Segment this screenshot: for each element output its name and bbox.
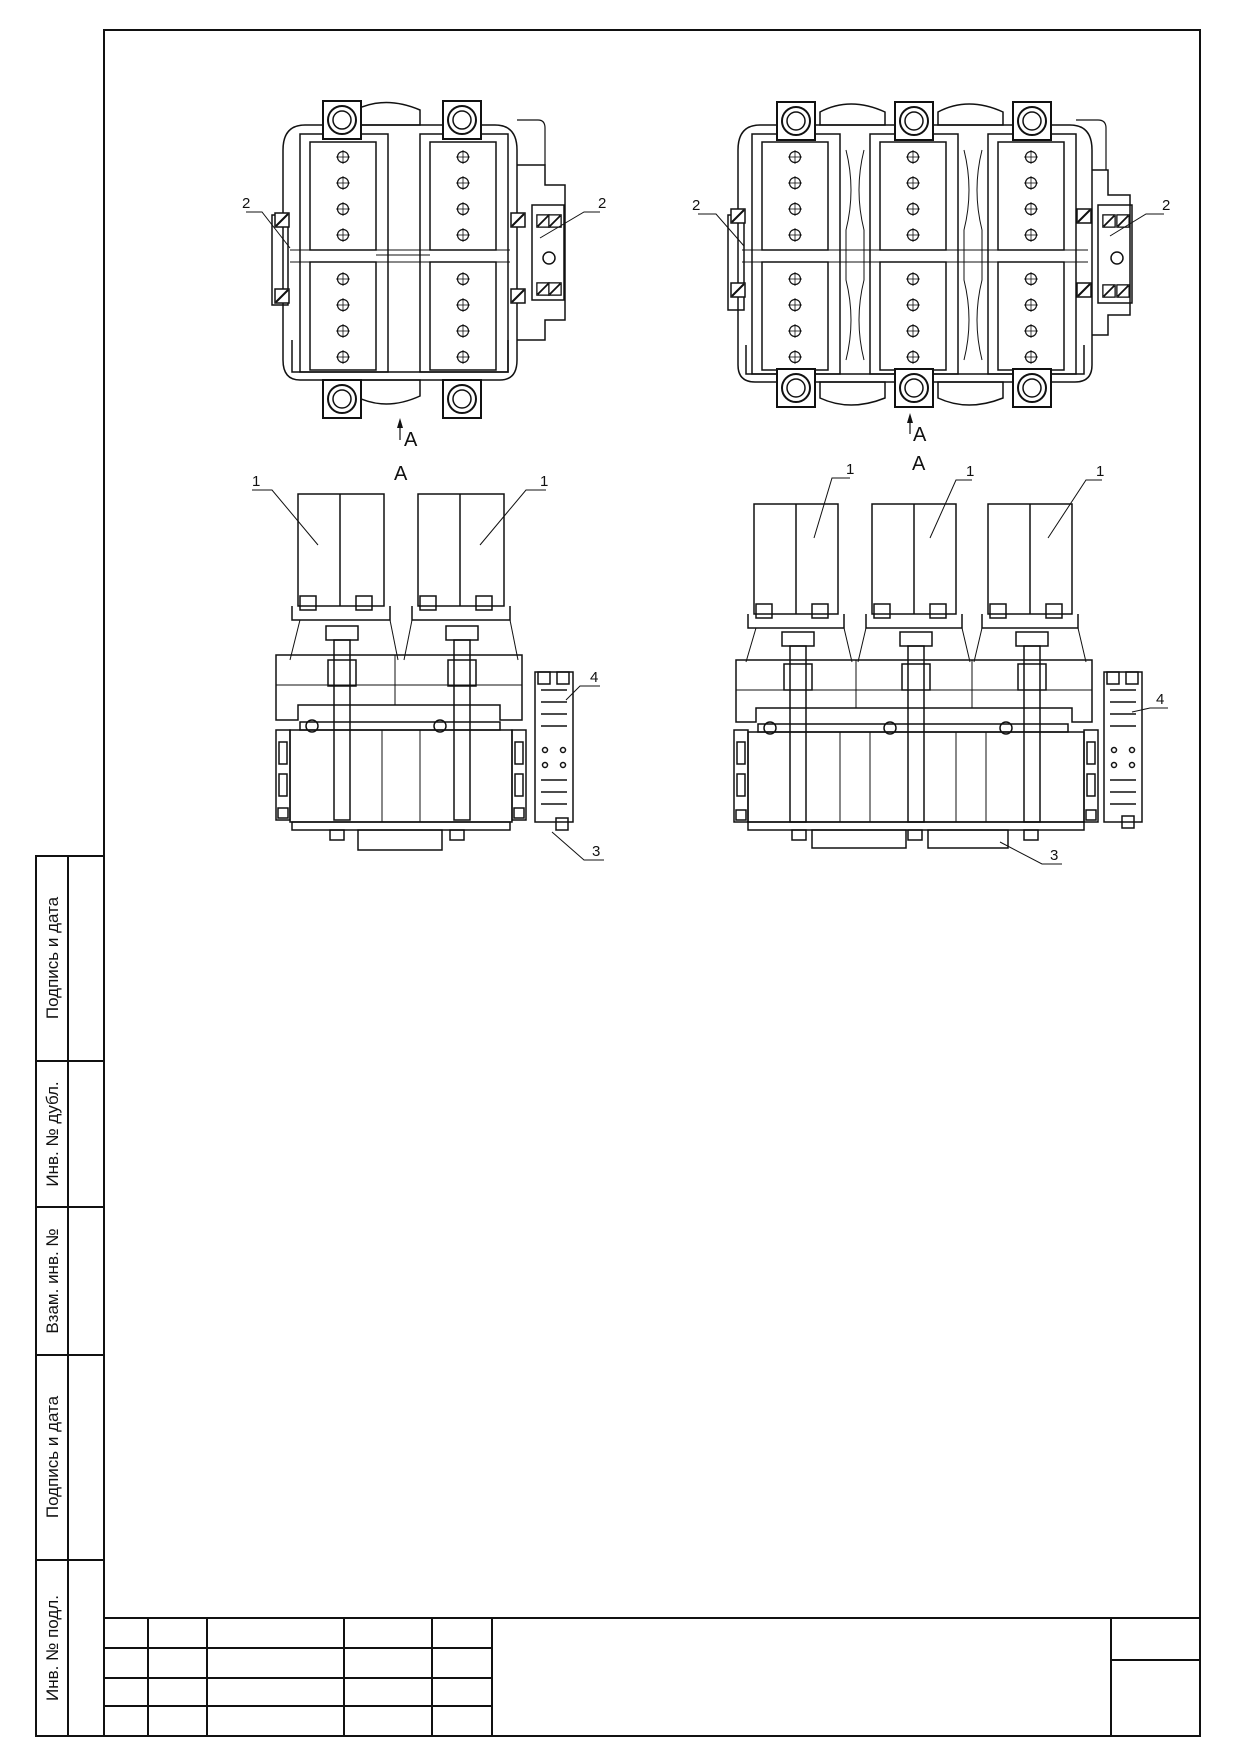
left-plan-terminals: [274, 212, 562, 304]
left-elevation-callout-3: 3: [592, 843, 600, 860]
left-view-arrow: [397, 418, 403, 440]
side-stamp-signature-date-1: Подпись и дата: [43, 896, 62, 1019]
right-plan-holes: [788, 150, 1038, 364]
right-view-arrow: [907, 413, 913, 434]
left-elevation-callout-4: 4: [590, 669, 598, 686]
side-stamp: [35, 855, 105, 1737]
right-plan-callout-2a: 2: [692, 197, 700, 214]
right-elevation-view: [733, 503, 1143, 849]
left-plan-callout-2b: 2: [598, 195, 606, 212]
left-elevation-callout-1b: 1: [540, 473, 548, 490]
right-plan-bolts: [776, 101, 1052, 408]
side-stamp-signature-date-2: Подпись и дата: [43, 1395, 62, 1518]
left-plan-leaders: [246, 211, 600, 249]
sheet-frame: [103, 29, 1201, 1737]
side-stamp-duplicate-inv: Инв. № дубл.: [43, 1081, 62, 1186]
right-elevation-leaders: [813, 477, 1168, 865]
right-plan-view: [727, 103, 1133, 406]
right-elevation-callout-3: 3: [1050, 847, 1058, 864]
right-plan-aux-screw: [1110, 251, 1124, 265]
right-elevation-callout-1b: 1: [966, 463, 974, 480]
left-elevation-callout-1a: 1: [252, 473, 260, 490]
right-plan-leaders: [698, 213, 1164, 247]
left-plan-callout-2a: 2: [242, 195, 250, 212]
right-elevation-callout-1a: 1: [846, 461, 854, 478]
right-view-mark-top: A: [913, 424, 927, 446]
side-stamp-replacement-inv: Взам. инв. №: [43, 1228, 62, 1333]
right-plan-callout-2b: 2: [1162, 197, 1170, 214]
title-block: [104, 1618, 1200, 1736]
left-elevation-leaders: [252, 489, 604, 861]
left-view-mark-top: A: [404, 429, 418, 451]
left-plan-aux-screw: [542, 251, 556, 265]
left-plan-holes: [336, 150, 470, 364]
right-elevation-callout-4: 4: [1156, 691, 1164, 708]
left-view-title: A: [394, 463, 408, 485]
left-elevation-view: [275, 493, 574, 851]
right-view-title: A: [912, 453, 926, 475]
right-elevation-callout-1c: 1: [1096, 463, 1104, 480]
left-plan-view: [271, 101, 566, 405]
side-stamp-original-inv: Инв. № подл.: [43, 1595, 62, 1701]
right-plan-terminals: [730, 208, 1130, 298]
